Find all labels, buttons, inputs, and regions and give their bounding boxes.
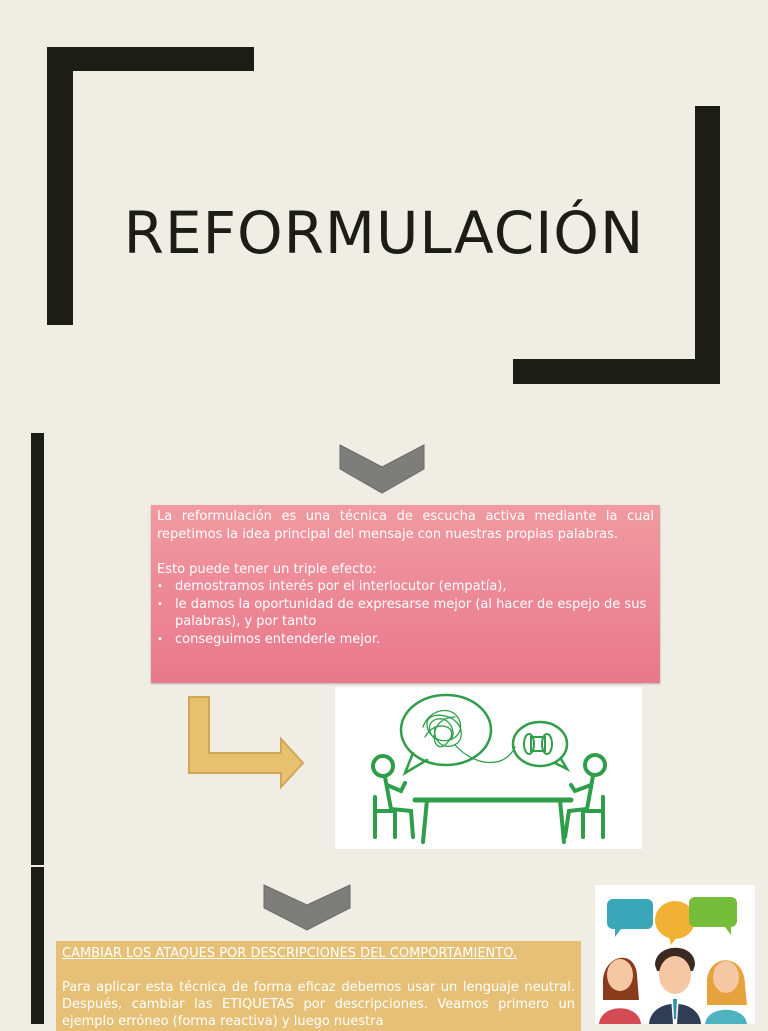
list-item: •demostramos interés por el interlocutor… (157, 579, 507, 594)
effect-lead: Esto puede tener un triple efecto: (157, 561, 377, 577)
left-vertical-rule (31, 433, 44, 865)
conversation-drawing (371, 693, 607, 844)
left-vertical-rule-lower (31, 867, 44, 1024)
technique-box: CAMBIAR LOS ATAQUES POR DESCRIPCIONES DE… (56, 941, 581, 1031)
frame-top-left-horizontal (47, 47, 254, 71)
frame-bottom-right-vertical (695, 106, 720, 384)
definition-intro: La reformulación es una técnica de escuc… (157, 509, 654, 542)
list-item: •conseguimos entenderle mejor. (157, 631, 381, 647)
technique-heading: CAMBIAR LOS ATAQUES POR DESCRIPCIONES DE… (62, 946, 518, 961)
technique-body: Para aplicar esta técnica de forma efica… (62, 980, 575, 1029)
slide-title: REFORMULACIÓN (123, 198, 645, 267)
definition-box: La reformulación es una técnica de escuc… (151, 505, 660, 683)
people-drawing (599, 897, 747, 1024)
people-talking-illustration (595, 885, 755, 1024)
chevron-down-icon (263, 884, 351, 931)
frame-bottom-right-horizontal (513, 359, 720, 384)
list-item: •le damos la oportunidad de expresarse m… (157, 596, 647, 630)
chevron-down-icon (339, 444, 425, 494)
bent-arrow-right-icon (188, 696, 305, 790)
conversation-illustration (335, 687, 642, 849)
frame-top-left-vertical (47, 47, 73, 325)
effects-list: •demostramos interés por el interlocutor… (157, 578, 654, 648)
